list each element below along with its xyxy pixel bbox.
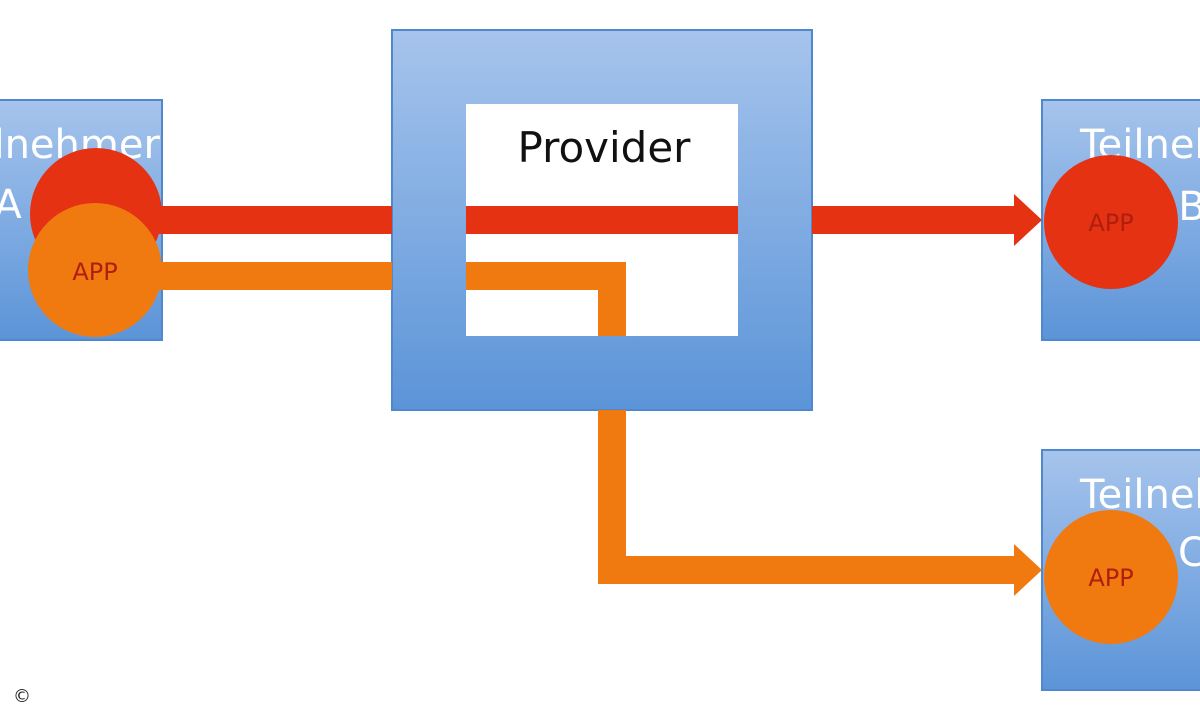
app-label-a: APP xyxy=(72,258,117,286)
app-circle-c: APP xyxy=(1044,510,1178,644)
participant-c-label-line1: Teilnehmer xyxy=(1079,472,1200,518)
participant-b-label-line2: B xyxy=(1178,184,1200,230)
participant-c-label-line2: C xyxy=(1178,530,1200,576)
app-circle-b: APP xyxy=(1044,155,1178,289)
app-circle-a-orange: APP xyxy=(28,203,162,337)
provider-label: Provider xyxy=(518,123,692,172)
app-label-c: APP xyxy=(1088,564,1133,592)
orange-flow-arrow xyxy=(150,262,1042,596)
participant-a-label-line2: A xyxy=(0,182,22,228)
red-flow-arrow xyxy=(150,194,1042,246)
app-label-b: APP xyxy=(1088,209,1133,237)
copyright-icon: © xyxy=(13,686,31,707)
